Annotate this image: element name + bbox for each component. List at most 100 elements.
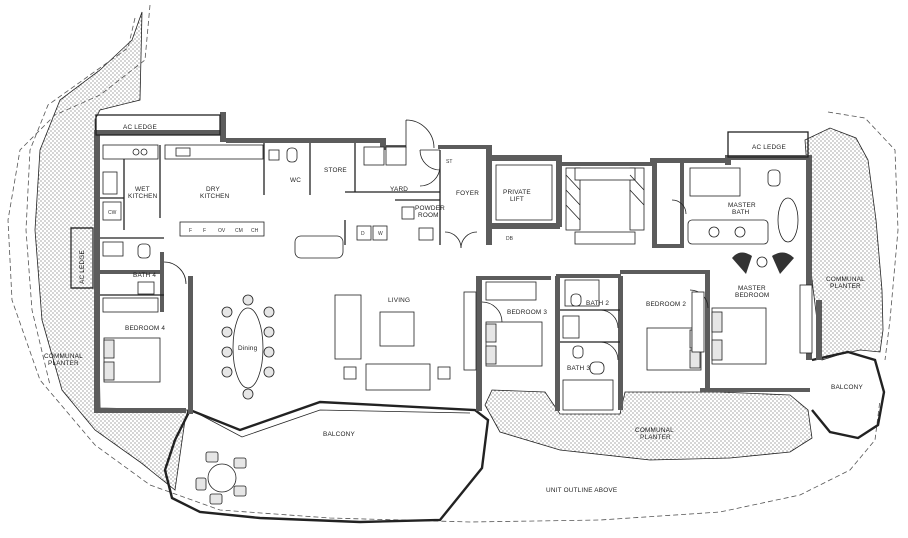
- powder-room-label-1: POWDER: [415, 205, 445, 212]
- st-label: ST: [446, 159, 452, 165]
- balcony-outline: [163, 400, 490, 524]
- master-bath-vanity: [687, 219, 769, 245]
- ac-ledge-left: [95, 114, 221, 136]
- side-stool: [343, 366, 357, 380]
- dry-kitchen-label-1: DRY: [206, 186, 221, 193]
- wc-label: WC: [290, 177, 301, 184]
- washer-dryer: [363, 146, 385, 166]
- cw-label: CW: [108, 210, 117, 216]
- living-label: LIVING: [388, 297, 410, 304]
- dining-table: [232, 307, 264, 389]
- side-stool: [437, 366, 451, 380]
- sink: [175, 147, 191, 157]
- living-sofa-main: [365, 363, 431, 391]
- lounge-chair: [732, 252, 752, 274]
- lounge-chair: [772, 252, 794, 274]
- wet-kitchen-label-1: WET: [135, 186, 150, 193]
- shower: [689, 167, 741, 197]
- f2-label: F: [203, 228, 206, 234]
- kitchen-island: [294, 235, 344, 259]
- d-cabinet: [356, 225, 372, 241]
- master-wardrobe: [799, 284, 813, 354]
- cooler-box: [102, 201, 122, 221]
- basin: [708, 226, 720, 238]
- hob-burner: [140, 148, 148, 156]
- communal-planter-right-label-1: COMMUNAL: [826, 276, 865, 283]
- wet-kitchen-appliance: [102, 171, 118, 195]
- dry-kitchen-counter-bottom: [179, 221, 265, 237]
- tv-console: [463, 291, 477, 371]
- dining-chairs: [221, 294, 275, 400]
- master-bath-label-1: MASTER: [728, 202, 756, 209]
- ac-ledge-right: [727, 131, 809, 158]
- ac-ledge-left-label: AC LEDGE: [123, 124, 157, 131]
- walk-in-wardrobe: [565, 167, 645, 245]
- master-bed-pillow: [711, 311, 723, 333]
- bath4-vanity: [137, 281, 155, 295]
- master-bedroom-label-1: MASTER: [738, 285, 766, 292]
- bedroom4-wardrobe: [102, 297, 159, 313]
- coffee-table: [379, 311, 415, 347]
- hob-burner: [132, 148, 140, 156]
- bath3-toilet: [572, 345, 584, 359]
- bath4-label: BATH 4: [133, 272, 156, 279]
- bedroom4-label: BEDROOM 4: [125, 325, 165, 332]
- bedroom4-pillow: [103, 339, 115, 359]
- living-sofa-side: [334, 294, 362, 360]
- unit-outline-dashed: [7, 4, 881, 523]
- w-cabinet: [372, 225, 388, 241]
- bedroom2-wardrobe: [691, 291, 705, 353]
- wet-kitchen-counter: [102, 144, 159, 160]
- foyer-label: FOYER: [456, 190, 479, 197]
- doors: [163, 119, 709, 361]
- communal-planter-left-label-2: PLANTER: [48, 360, 79, 367]
- powder-toilet: [418, 227, 434, 241]
- ch-label: CH: [251, 228, 259, 234]
- d-label: D: [361, 231, 365, 237]
- bath3-label: BATH 3: [567, 365, 590, 372]
- master-bath-toilet: [767, 169, 781, 187]
- communal-planter-left-label-1: COMMUNAL: [44, 353, 83, 360]
- bedroom2-label: BEDROOM 2: [646, 301, 686, 308]
- private-lift-box: [495, 164, 553, 221]
- dining-label: Dining: [238, 345, 258, 352]
- master-bedroom-label-2: BEDROOM: [735, 292, 769, 299]
- bedroom3-wardrobe: [485, 281, 537, 301]
- private-lift-label-2: LIFT: [510, 196, 524, 203]
- side-table: [756, 256, 768, 268]
- powder-room-label-2: ROOM: [418, 212, 439, 219]
- bath2-toilet: [570, 293, 582, 307]
- powder-basin: [401, 206, 415, 220]
- basin: [734, 226, 746, 238]
- outdoor-chairs: [195, 451, 247, 505]
- balcony-right-label: BALCONY: [831, 384, 863, 391]
- yard-label: YARD: [390, 186, 408, 193]
- unit-outline-label: UNIT OUTLINE ABOVE: [546, 487, 617, 494]
- outdoor-table: [207, 463, 237, 493]
- master-bath-label-2: BATH: [732, 209, 750, 216]
- bath3-basin: [589, 361, 605, 375]
- wet-kitchen-label-2: KITCHEN: [128, 193, 158, 200]
- ov-label: OV: [218, 228, 226, 234]
- cm-label: CM: [235, 228, 243, 234]
- dry-kitchen-label-2: KITCHEN: [200, 193, 230, 200]
- db-label: DB: [506, 236, 514, 242]
- private-lift-label-1: PRIVATE: [503, 189, 531, 196]
- bedroom4-pillow: [103, 361, 115, 381]
- washer-dryer: [385, 146, 407, 166]
- bedroom3-pillow: [485, 345, 497, 365]
- w-label: W: [378, 231, 383, 237]
- ac-ledge-side: [70, 227, 94, 289]
- communal-planter-right-label-2: PLANTER: [830, 283, 861, 290]
- bathtub: [777, 197, 799, 243]
- bath4-toilet: [137, 243, 151, 259]
- balcony-right-outline: [811, 350, 886, 440]
- store-label: STORE: [324, 167, 347, 174]
- bedroom3-pillow: [485, 323, 497, 343]
- communal-planter-bottom: [484, 389, 813, 461]
- ac-ledge-right-label: AC LEDGE: [752, 144, 786, 151]
- f1-label: F: [189, 228, 192, 234]
- bath2-label: BATH 2: [586, 300, 609, 307]
- bath4-shower: [102, 241, 124, 257]
